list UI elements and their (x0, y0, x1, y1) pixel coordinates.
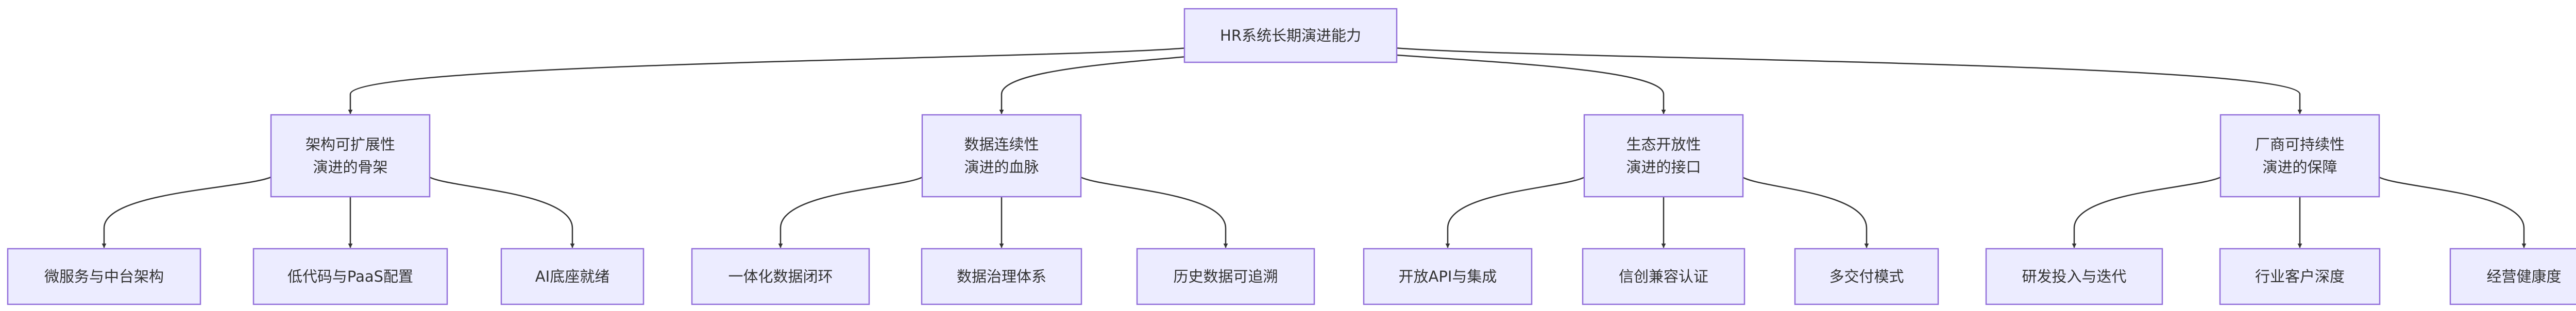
edge-branch-4-to-leaf-3 (2377, 175, 2527, 248)
leaf-node-2-3-box (1136, 248, 1315, 305)
leaf-node-3-2-box (1582, 248, 1745, 305)
leaf-node-4-2-label: 行业客户深度 (2255, 268, 2345, 285)
leaf-node-2-1-box (691, 248, 870, 305)
root-node: HR系统长期演进能力 (1183, 8, 1398, 63)
edge-branch-4-to-leaf-1 (2072, 175, 2223, 248)
branch-node-3-label-line-2: 演进的接口 (1626, 159, 1701, 176)
branch-node-4-box (2219, 114, 2380, 198)
leaf-node-1-1: 微服务与中台架构 (7, 248, 201, 305)
root-node-label: HR系统长期演进能力 (1220, 27, 1361, 44)
leaf-node-1-2-label: 低代码与PaaS配置 (287, 268, 413, 285)
edges-layer (101, 46, 2527, 248)
leaf-node-3-3-box (1794, 248, 1939, 305)
leaf-node-2-2-box (921, 248, 1082, 305)
edge-branch-3-to-leaf-3 (1740, 175, 1869, 248)
leaf-node-4-1-label: 研发投入与迭代 (2022, 268, 2126, 285)
leaf-node-2-2-label: 数据治理体系 (957, 268, 1046, 285)
branch-node-4-label-line-2: 演进的保障 (2262, 159, 2337, 176)
leaf-node-3-1-box (1363, 248, 1533, 305)
leaf-node-4-3-label: 经营健康度 (2486, 268, 2561, 285)
leaf-node-1-1-box (7, 248, 201, 305)
leaf-node-4-1: 研发投入与迭代 (1985, 248, 2163, 305)
leaf-node-2-2: 数据治理体系 (921, 248, 1082, 305)
root-node-box (1183, 8, 1398, 63)
leaf-node-3-3-label: 多交付模式 (1829, 268, 1904, 285)
edge-branch-2-to-leaf-1 (778, 175, 925, 248)
leaf-node-3-1: 开放API与集成 (1363, 248, 1533, 305)
edge-branch-1-to-leaf-3 (427, 175, 575, 248)
edge-branch-1-to-leaf-1 (101, 175, 274, 248)
edge-root-to-branch-4 (1383, 46, 2302, 114)
leaf-node-1-3-label: AI底座就绪 (535, 268, 609, 285)
branch-node-1-label-line-2: 演进的骨架 (313, 159, 387, 176)
leaf-node-3-1-label: 开放API与集成 (1399, 268, 1497, 285)
leaf-node-1-3-box (500, 248, 645, 305)
leaf-node-1-2: 低代码与PaaS配置 (252, 248, 448, 305)
leaf-node-4-2: 行业客户深度 (2219, 248, 2381, 305)
leaf-node-4-2-box (2219, 248, 2381, 305)
leaf-node-1-3: AI底座就绪 (500, 248, 645, 305)
edge-root-to-branch-1 (348, 46, 1198, 114)
leaf-node-3-3: 多交付模式 (1794, 248, 1939, 305)
leaf-node-2-1: 一体化数据闭环 (691, 248, 870, 305)
branch-node-1-label-line-1: 架构可扩展性 (306, 136, 395, 153)
branch-node-3-label-line-1: 生态开放性 (1626, 136, 1701, 153)
edge-branch-2-to-leaf-3 (1078, 175, 1228, 248)
leaf-node-2-1-label: 一体化数据闭环 (728, 268, 833, 285)
edge-branch-3-to-leaf-1 (1445, 175, 1587, 248)
leaf-node-1-2-box (252, 248, 448, 305)
leaf-node-1-1-label: 微服务与中台架构 (44, 268, 164, 285)
branch-node-2-box (921, 114, 1082, 198)
branch-node-2-label-line-1: 数据连续性 (964, 136, 1039, 153)
leaf-node-4-1-box (1985, 248, 2163, 305)
branch-node-2-label-line-2: 演进的血脉 (964, 159, 1039, 176)
leaf-node-4-3-box (2449, 248, 2576, 305)
branch-node-1-box (270, 114, 431, 198)
leaf-node-3-2: 信创兼容认证 (1582, 248, 1745, 305)
leaf-node-3-2-label: 信创兼容认证 (1619, 268, 1708, 285)
leaf-node-2-3-label: 历史数据可追溯 (1173, 268, 1278, 285)
leaf-node-2-3: 历史数据可追溯 (1136, 248, 1315, 305)
branch-node-4-label-line-1: 厂商可持续性 (2255, 136, 2345, 153)
branch-node-3-box (1583, 114, 1744, 198)
leaf-node-4-3: 经营健康度 (2449, 248, 2576, 305)
